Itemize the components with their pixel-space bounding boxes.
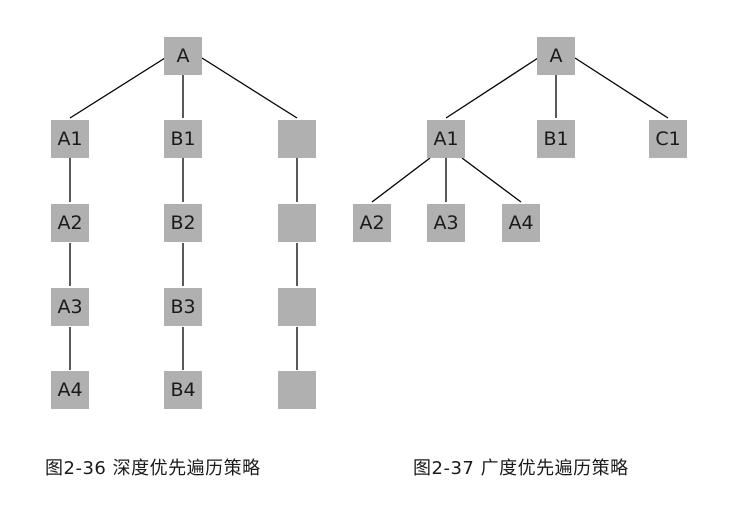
bfs-node-A4: A4 — [502, 204, 540, 242]
edge-bfs-A1-A2 — [371, 157, 431, 203]
dfs-node-C2 — [278, 204, 316, 242]
dfs-node-A: A — [164, 37, 202, 75]
dfs-node-A4: A4 — [51, 371, 89, 409]
edge-bfs-A-C1 — [574, 57, 669, 119]
dfs-node-A2: A2 — [51, 204, 89, 242]
dfs-node-A1: A1 — [51, 120, 89, 158]
bfs-node-B1: B1 — [537, 120, 575, 158]
dfs-node-A3: A3 — [51, 288, 89, 326]
edge-bfs-A-A1 — [445, 57, 539, 119]
caption-breadth-first: 图2-37 广度优先遍历策略 — [413, 458, 629, 479]
edge-dfs-A-C — [201, 57, 298, 119]
dfs-node-B4: B4 — [164, 371, 202, 409]
dfs-node-B3: B3 — [164, 288, 202, 326]
dfs-node-C4 — [278, 371, 316, 409]
dfs-node-C3 — [278, 288, 316, 326]
bfs-node-A3: A3 — [427, 204, 465, 242]
dfs-node-B1: B1 — [164, 120, 202, 158]
bfs-node-A2: A2 — [353, 204, 391, 242]
edge-dfs-A-A1 — [69, 57, 166, 119]
bfs-node-C1: C1 — [649, 120, 687, 158]
bfs-node-A1: A1 — [427, 120, 465, 158]
dfs-node-B2: B2 — [164, 204, 202, 242]
bfs-node-A: A — [537, 37, 575, 75]
caption-depth-first: 图2-36 深度优先遍历策略 — [45, 458, 261, 479]
edge-bfs-A1-A4 — [461, 157, 522, 203]
dfs-node-C1 — [278, 120, 316, 158]
